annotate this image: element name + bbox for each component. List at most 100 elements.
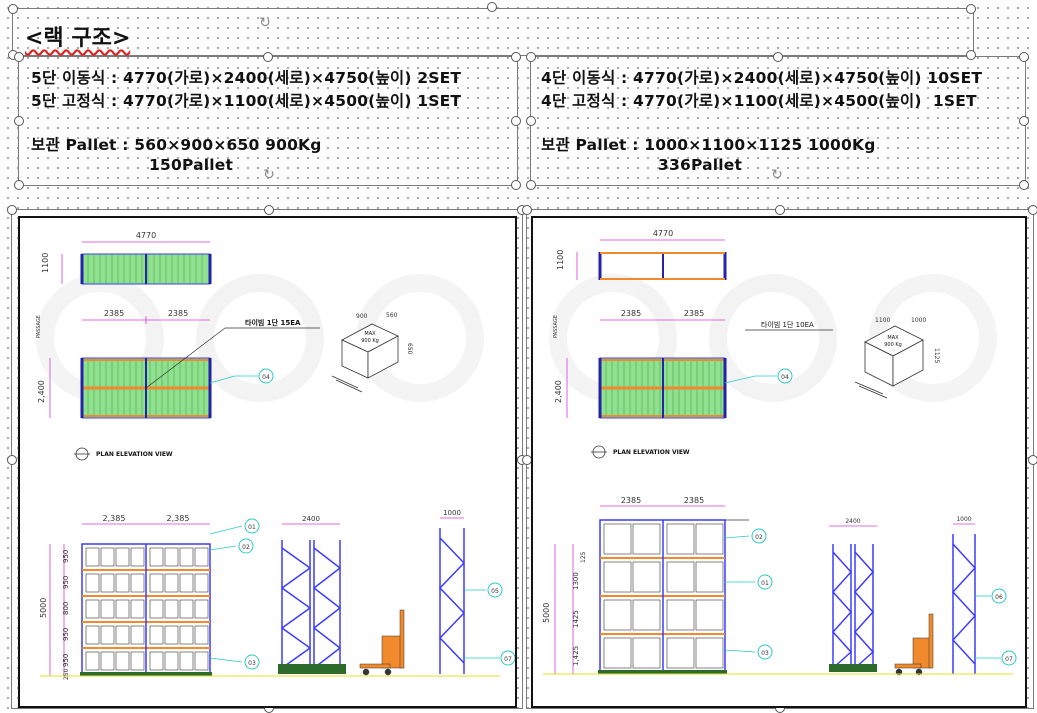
resize-handle[interactable] (1019, 52, 1029, 62)
resize-handle[interactable] (966, 50, 976, 60)
right-pallet-box-iso (854, 325, 924, 399)
right-callout-07-circle (1001, 650, 1017, 666)
resize-handle[interactable] (526, 52, 536, 62)
resize-handle[interactable] (511, 52, 521, 62)
right-front-dim-a: 2385 (621, 496, 641, 505)
right-level-2: 1300 (572, 572, 580, 590)
left-spec-line2: 5단 고정식 : 4770(가로)×1100(세로)×4500(높이) 1SET (31, 92, 462, 110)
resize-handle[interactable] (526, 116, 536, 126)
resize-handle[interactable] (264, 205, 274, 215)
resize-handle[interactable] (263, 52, 273, 62)
right-dim-half-b: 2385 (684, 309, 704, 318)
left-spec-line4: 150Pallet (149, 156, 234, 174)
resize-handle[interactable] (7, 455, 17, 465)
left-box-h: 650 (406, 343, 413, 355)
left-front-dim-b: 2,385 (167, 514, 190, 523)
right-callout-02: 02 (755, 534, 763, 541)
resize-handle[interactable] (487, 2, 497, 12)
right-callout-01: 01 (761, 580, 769, 587)
resize-handle[interactable] (14, 180, 24, 190)
left-dim-2400: 2,400 (37, 380, 46, 403)
right-box-h: 1125 (933, 348, 940, 363)
rotate-handle-icon[interactable]: ↻ (259, 15, 271, 31)
right-passage-label: PASSAGE (553, 315, 559, 338)
right-spec-line3: 보관 Pallet : 1000×1100×1125 1000Kg (541, 136, 876, 154)
title-textbox-frame[interactable] (12, 8, 974, 56)
right-rack-drawing: 4770 1100 2385 2385 PASSAGE 2,400 타이빔 1단… (531, 216, 1027, 708)
left-level-3: 800 (62, 602, 70, 615)
left-box-kg: 900 Kg (361, 338, 379, 344)
right-side-elevation-1000 (951, 523, 977, 674)
left-plan-top (61, 241, 212, 285)
left-side-width-1000: 1000 (443, 509, 461, 517)
left-box-w: 900 (356, 313, 368, 320)
right-callout-06-circle (991, 588, 1007, 604)
right-callout-07: 07 (1005, 656, 1013, 663)
right-tie-beam-note: 타이빔 1단 10EA (761, 320, 814, 329)
right-height-total: 5000 (542, 603, 551, 623)
left-side-width-2400: 2400 (302, 515, 320, 523)
right-front-dim-b: 2385 (684, 496, 704, 505)
right-forklift-icon (894, 613, 934, 676)
resize-handle[interactable] (526, 180, 536, 190)
resize-handle[interactable] (1028, 455, 1037, 465)
rotate-handle-icon[interactable]: ↻ (263, 167, 275, 183)
right-box-d: 1000 (911, 317, 926, 324)
right-callout-04: 04 (781, 374, 789, 381)
right-callout-03: 03 (761, 650, 769, 657)
left-forklift-icon (359, 609, 405, 676)
left-height-total: 5000 (39, 598, 48, 618)
right-side-width-2400: 2400 (845, 518, 860, 525)
left-front-dim-a: 2,385 (103, 514, 126, 523)
left-level-1: 950 (62, 550, 70, 563)
right-box-kg: 900 Kg (884, 342, 902, 348)
resize-handle[interactable] (1028, 205, 1037, 215)
left-callout-05: 05 (491, 588, 499, 595)
left-callout-03: 03 (248, 660, 256, 667)
resize-handle[interactable] (8, 4, 18, 14)
right-plan-top (576, 239, 727, 280)
left-plan-label: PLAN ELEVATION VIEW (96, 451, 173, 458)
resize-handle[interactable] (1019, 116, 1029, 126)
left-level-2: 950 (62, 576, 70, 589)
left-rack-drawing: 4770 1100 2385 2385 PASSAGE 2,400 타이빔 1단… (18, 216, 517, 708)
resize-handle[interactable] (1019, 180, 1029, 190)
resize-handle[interactable] (522, 205, 532, 215)
left-box-max: MAX (364, 331, 376, 337)
right-dim-top-width: 4770 (653, 229, 673, 238)
right-level-4: 1,425 (572, 646, 580, 666)
left-callout-01: 01 (248, 524, 256, 531)
rotate-handle-icon[interactable]: ↻ (771, 167, 783, 183)
left-spec-line3: 보관 Pallet : 560×900×650 900Kg (31, 136, 322, 154)
right-spec-line1: 4단 이동식 : 4770(가로)×2400(세로)×4750(높이) 10SE… (541, 69, 983, 87)
resize-handle[interactable] (773, 52, 783, 62)
left-plan-main (49, 316, 320, 419)
left-pallet-box-iso (331, 323, 399, 393)
left-level-4: 950 (62, 628, 70, 641)
right-level-3: 1425 (572, 610, 580, 628)
left-callout-02: 02 (242, 544, 250, 551)
left-callout-05-circle (487, 582, 503, 598)
left-level-5: 950 (62, 654, 70, 667)
right-side-elevation-2400 (829, 525, 877, 672)
resize-handle[interactable] (775, 205, 785, 215)
right-box-w: 1100 (875, 317, 890, 324)
resize-handle[interactable] (511, 180, 521, 190)
resize-handle[interactable] (14, 52, 24, 62)
left-box-d: 560 (386, 312, 398, 319)
left-callout-07-circle (500, 650, 515, 666)
resize-handle[interactable] (14, 116, 24, 126)
left-level-6: 250 (63, 668, 70, 680)
right-plan-label: PLAN ELEVATION VIEW (613, 449, 690, 456)
resize-handle[interactable] (966, 4, 976, 14)
left-passage-label: PASSAGE (36, 315, 42, 338)
left-callout-04: 04 (262, 374, 270, 381)
left-spec-line1: 5단 이동식 : 4770(가로)×2400(세로)×4750(높이) 2SET (31, 69, 462, 87)
left-dim-half-a: 2385 (104, 309, 124, 318)
resize-handle[interactable] (511, 116, 521, 126)
right-level-1: 125 (580, 551, 587, 563)
left-tie-beam-note: 타이빔 1단 15EA (245, 318, 301, 327)
right-front-elevation (554, 505, 773, 674)
resize-handle[interactable] (7, 205, 17, 215)
left-side-elevation-2400 (278, 523, 346, 674)
